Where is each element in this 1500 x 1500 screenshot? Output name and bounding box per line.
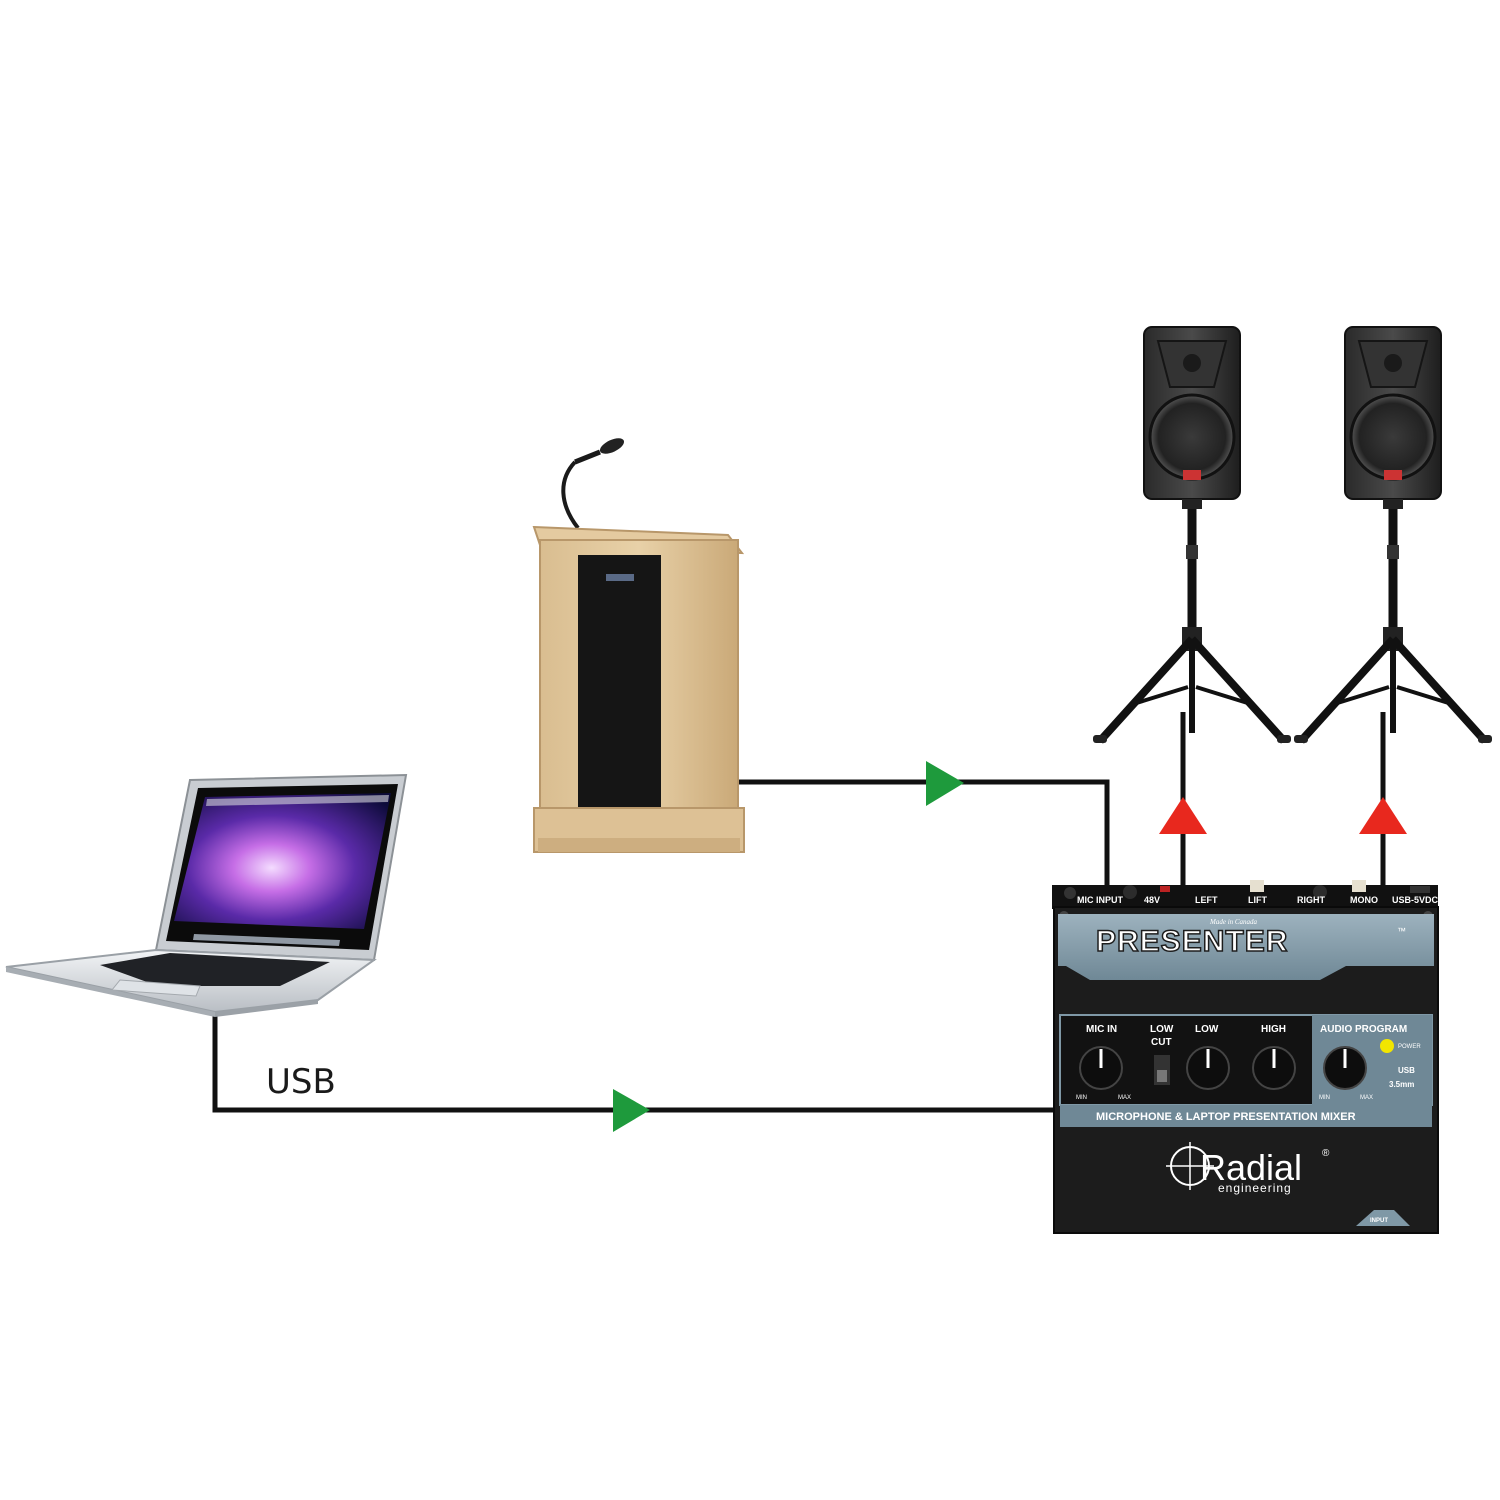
power-label: POWER: [1398, 1044, 1421, 1050]
mic-in-min-label: MIN: [1076, 1095, 1087, 1101]
audio-program-knob[interactable]: [1323, 1046, 1367, 1090]
audio-program-label: AUDIO PROGRAM: [1320, 1024, 1407, 1035]
radial-logo-subtext: engineering: [1218, 1181, 1292, 1195]
pa-speaker-on-stand-icon: [1294, 327, 1492, 743]
low-cut-switch[interactable]: [1154, 1055, 1170, 1085]
audio-program-min-label: MIN: [1319, 1095, 1330, 1101]
mic-signal-arrow: [926, 761, 964, 806]
radial-logo-text: Radial: [1200, 1147, 1302, 1188]
right-port-label: RIGHT: [1297, 895, 1326, 905]
48v-port-label: 48V: [1144, 895, 1160, 905]
left-output-arrow: [1159, 797, 1207, 834]
mic-input-port-label: MIC INPUT: [1077, 895, 1124, 905]
usb-source-label: USB: [1398, 1066, 1415, 1075]
lectern-mic-cable: [735, 779, 1110, 890]
laptop-icon: [5, 773, 408, 1017]
mic-in-label: MIC IN: [1086, 1024, 1117, 1035]
3-5mm-source-label: 3.5mm: [1389, 1080, 1414, 1089]
lectern-with-microphone-icon: [532, 438, 745, 853]
low-cut-label-1: LOW: [1150, 1024, 1174, 1035]
low-eq-label: LOW: [1195, 1024, 1219, 1035]
usb-signal-arrow: [613, 1089, 650, 1132]
made-in-canada-text: Made in Canada: [1209, 918, 1258, 926]
low-eq-knob[interactable]: [1186, 1046, 1230, 1090]
right-speaker: [1294, 327, 1492, 743]
lift-port-label: LIFT: [1248, 895, 1267, 905]
input-tab-label: INPUT: [1370, 1218, 1388, 1224]
high-eq-label: HIGH: [1261, 1024, 1286, 1035]
radial-registered-mark: ®: [1322, 1148, 1330, 1159]
high-eq-knob[interactable]: [1252, 1046, 1296, 1090]
mixer-subtitle: MICROPHONE & LAPTOP PRESENTATION MIXER: [1096, 1111, 1356, 1123]
left-speaker: [1093, 327, 1291, 743]
usb-cable-label: USB: [266, 1062, 336, 1102]
mono-port-label: MONO: [1350, 895, 1378, 905]
trademark-symbol: ™: [1397, 926, 1406, 936]
presenter-mixer: MIC INPUT 48V LEFT LIFT RIGHT MONO USB-5…: [1052, 880, 1439, 1234]
left-port-label: LEFT: [1195, 895, 1218, 905]
brand-name: PRESENTER: [1096, 925, 1288, 958]
usb-cable: [212, 1012, 1058, 1113]
pa-speaker-on-stand-icon: [1093, 327, 1291, 743]
power-led: [1380, 1039, 1394, 1053]
usb-5vdc-port-label: USB-5VDC: [1392, 895, 1439, 905]
mic-in-knob[interactable]: [1079, 1046, 1123, 1090]
mic-in-max-label: MAX: [1118, 1095, 1131, 1101]
radial-logo: Radial ® engineering: [1166, 1142, 1330, 1195]
audio-program-max-label: MAX: [1360, 1095, 1373, 1101]
right-output-arrow: [1359, 797, 1407, 834]
low-cut-label-2: CUT: [1151, 1037, 1172, 1048]
